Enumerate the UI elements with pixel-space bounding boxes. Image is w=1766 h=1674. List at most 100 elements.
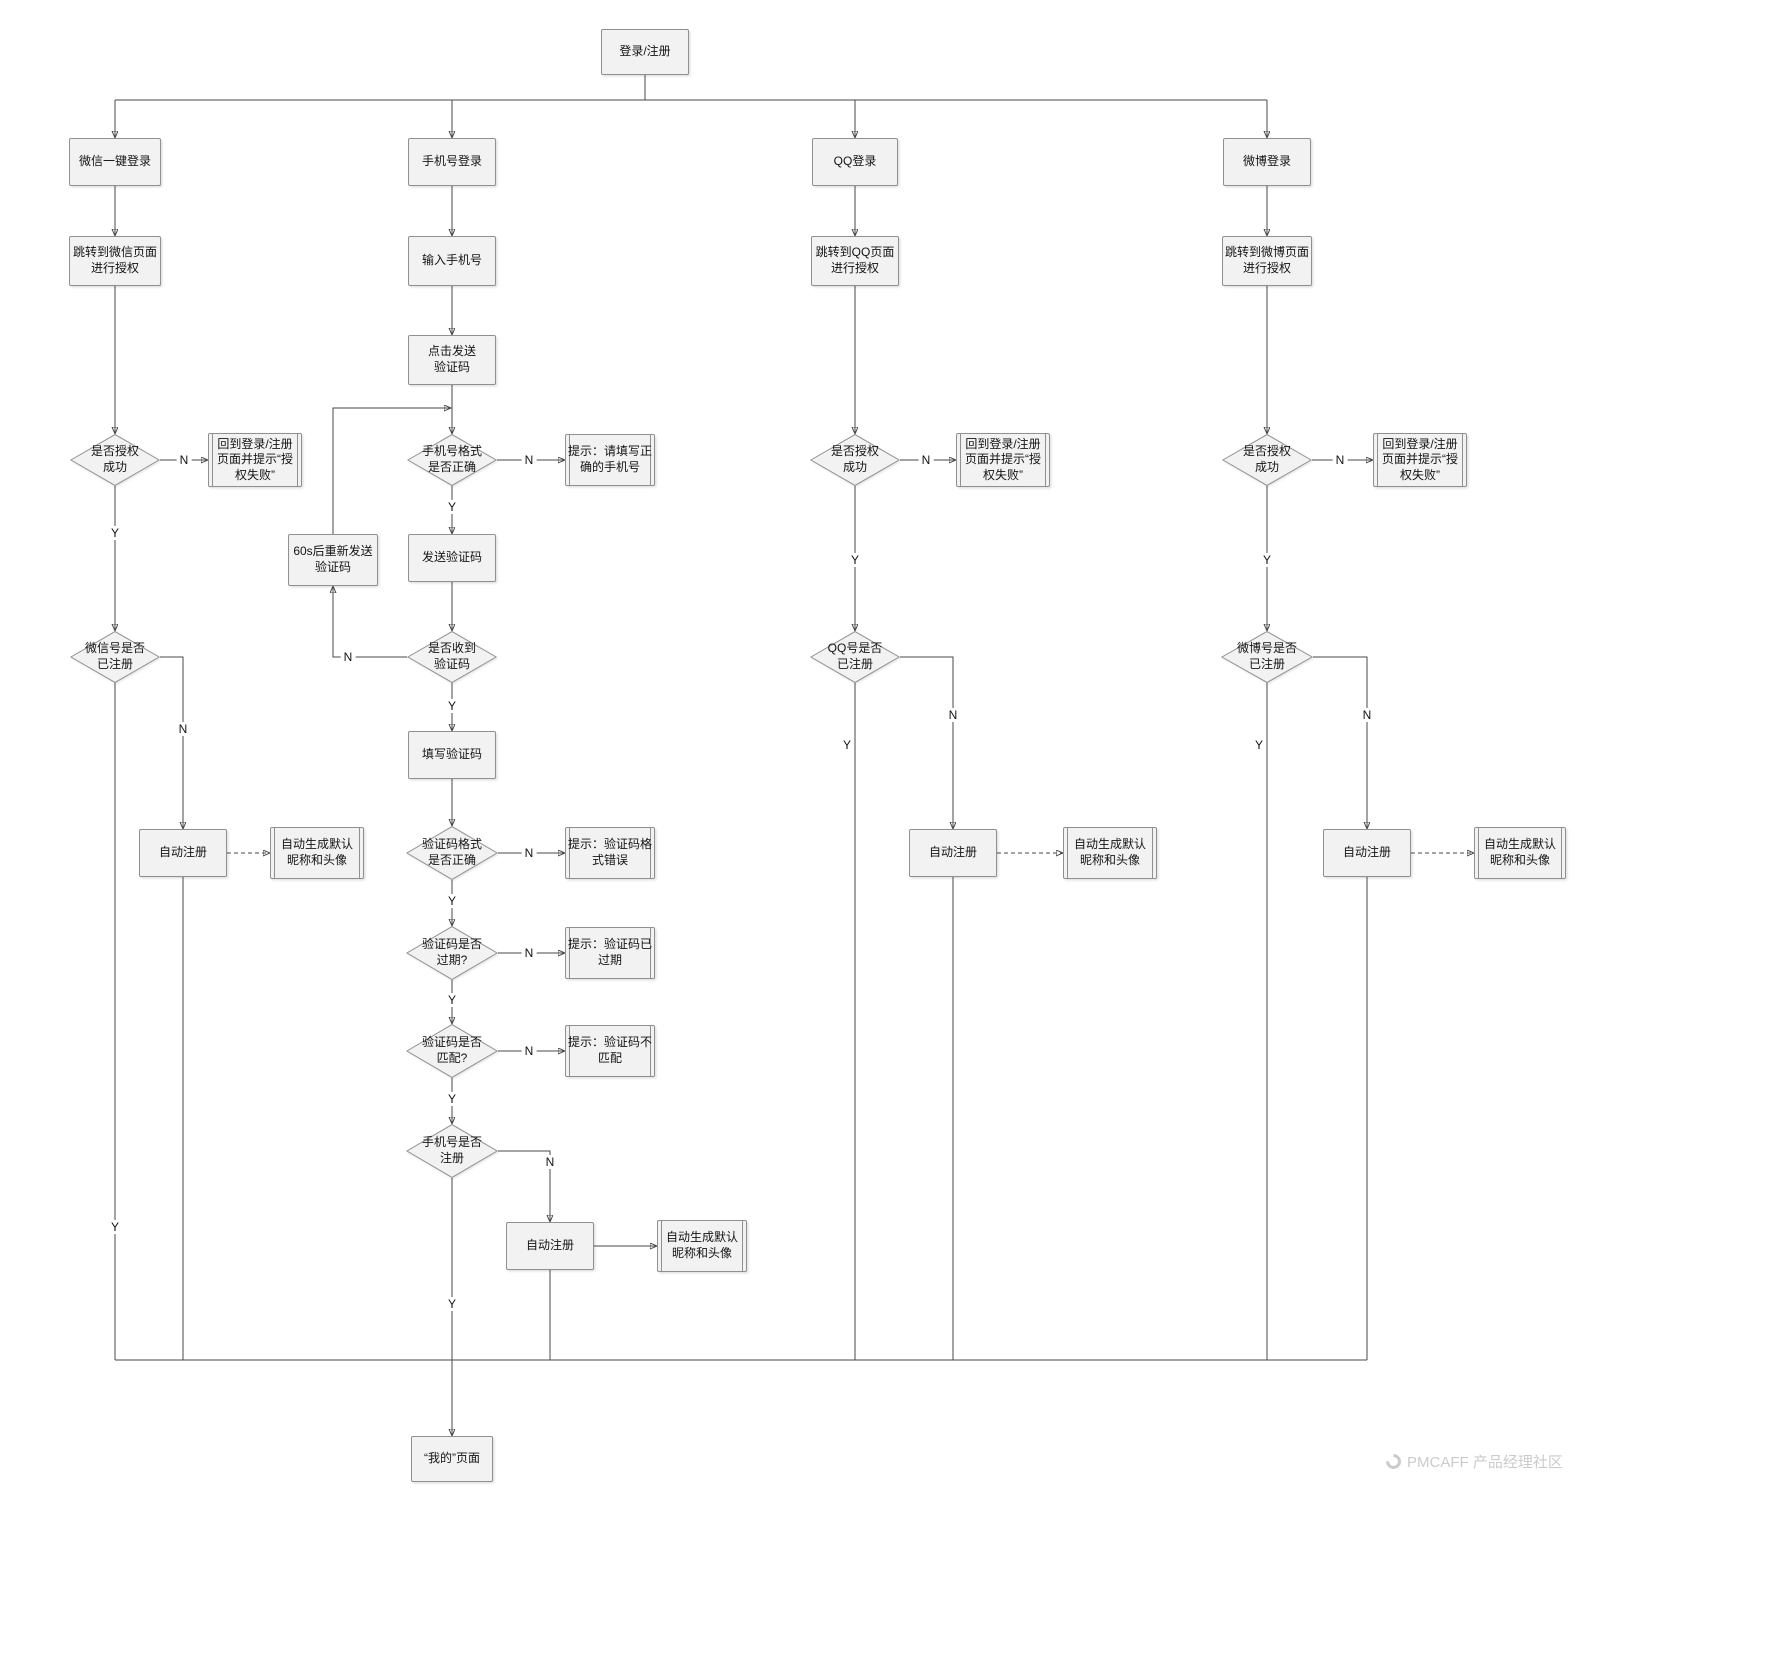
node-resend-60s: 60s后重新发送 验证码 — [288, 534, 378, 586]
node-label: 提示：验证码格 式错误 — [568, 837, 653, 867]
decision-wechat-auth-success: 是否授权 成功 — [70, 434, 160, 486]
node-weibo-auto-register: 自动注册 — [1323, 829, 1411, 877]
edge-label-yes: Y — [444, 500, 460, 514]
flow-edge — [498, 1150, 550, 1221]
diamond-shape — [810, 631, 900, 683]
node-weibo-jump-auth: 跳转到微博页面 进行授权 — [1222, 236, 1312, 286]
edge-label-no: N — [521, 846, 537, 860]
decision-code-format: 验证码格式 是否正确 — [406, 826, 498, 880]
node-code-expired-tip: 提示：验证码已 过期 — [565, 927, 655, 979]
node-label: 微信号是否 已注册 — [84, 641, 145, 671]
edge-label-yes: Y — [1251, 738, 1267, 752]
node-label: 提示：验证码不 匹配 — [568, 1035, 653, 1065]
node-phone-default-profile: 自动生成默认 昵称和头像 — [657, 1220, 747, 1272]
decision-phone-format: 手机号格式 是否正确 — [407, 434, 497, 486]
node-label: 自动生成默认 昵称和头像 — [1073, 837, 1146, 867]
node-label: 提示：验证码已 过期 — [568, 937, 653, 967]
node-label: 是否授权 成功 — [90, 444, 139, 474]
diamond-shape — [810, 434, 900, 486]
diamond-shape — [406, 926, 498, 980]
node-label: 验证码是否 匹配? — [421, 1035, 482, 1065]
watermark-text: PMCAFF 产品经理社区 — [1407, 1454, 1563, 1471]
diamond-shape — [406, 826, 498, 880]
decision-phone-registered: 手机号是否 注册 — [406, 1124, 498, 1178]
edge-label-no: N — [521, 453, 537, 467]
node-label: 回到登录/注册 页面并提示“授 权失败” — [217, 436, 293, 482]
node-label: 填写验证码 — [421, 747, 482, 762]
edge-label-yes: Y — [839, 738, 855, 752]
diamond-shape — [407, 434, 497, 486]
node-label: 验证码是否 过期? — [421, 937, 482, 967]
node-label: 验证码格式 是否正确 — [421, 837, 482, 867]
edge-label-yes: Y — [444, 993, 460, 1007]
node-phone-login: 手机号登录 — [408, 138, 496, 186]
node-label: 60s后重新发送 验证码 — [293, 544, 373, 574]
node-wechat-default-profile: 自动生成默认 昵称和头像 — [270, 827, 364, 879]
node-label: 点击发送 验证码 — [427, 344, 476, 374]
node-label: “我的”页面 — [424, 1451, 480, 1466]
node-phone-format-tip: 提示：请填写正 确的手机号 — [565, 434, 655, 486]
node-qq-login: QQ登录 — [812, 138, 898, 186]
node-fill-code: 填写验证码 — [408, 731, 496, 779]
node-qq-jump-auth: 跳转到QQ页面 进行授权 — [811, 236, 899, 286]
node-label: 手机号格式 是否正确 — [421, 444, 482, 474]
node-label: QQ号是否 已注册 — [827, 641, 883, 671]
edge-label-yes: Y — [444, 1092, 460, 1106]
edge-label-yes: Y — [847, 553, 863, 567]
node-send-code: 发送验证码 — [408, 534, 496, 582]
node-label: 输入手机号 — [421, 253, 482, 268]
node-wechat-login: 微信一键登录 — [69, 138, 161, 186]
node-label: 是否授权 成功 — [830, 444, 879, 474]
node-label: 微博号是否 已注册 — [1236, 641, 1297, 671]
node-start: 登录/注册 — [601, 29, 689, 75]
node-weibo-auth-fail: 回到登录/注册 页面并提示“授 权失败” — [1373, 433, 1467, 487]
node-label: 自动生成默认 昵称和头像 — [665, 1230, 738, 1260]
flow-edge — [160, 656, 183, 828]
node-label: 回到登录/注册 页面并提示“授 权失败” — [1382, 436, 1458, 482]
node-wechat-auth-fail: 回到登录/注册 页面并提示“授 权失败” — [208, 433, 302, 487]
node-code-format-tip: 提示：验证码格 式错误 — [565, 827, 655, 879]
node-label: QQ登录 — [833, 154, 877, 169]
edge-label-no: N — [521, 946, 537, 960]
node-weibo-default-profile: 自动生成默认 昵称和头像 — [1474, 827, 1566, 879]
edge-label-yes: Y — [444, 1297, 460, 1311]
edge-label-yes: Y — [107, 526, 123, 540]
edge-label-no: N — [1359, 708, 1375, 722]
node-phone-auto-register: 自动注册 — [506, 1222, 594, 1270]
node-wechat-auto-register: 自动注册 — [139, 829, 227, 877]
node-label: 微博登录 — [1242, 154, 1291, 169]
diamond-shape — [1221, 631, 1313, 683]
edge-label-yes: Y — [444, 699, 460, 713]
node-label: 提示：请填写正 确的手机号 — [568, 444, 653, 474]
flow-edge — [900, 656, 953, 828]
edge-label-no: N — [542, 1155, 558, 1169]
edge-label-no: N — [175, 722, 191, 736]
pmcaff-logo-icon — [1382, 1450, 1405, 1473]
edge-label-yes: Y — [107, 1220, 123, 1234]
node-my-page: “我的”页面 — [411, 1436, 493, 1482]
diamond-shape — [406, 1024, 498, 1078]
edge-label-no: N — [176, 453, 192, 467]
node-label: 自动注册 — [1342, 845, 1391, 860]
node-weibo-login: 微博登录 — [1223, 138, 1311, 186]
node-label: 手机号是否 注册 — [421, 1135, 482, 1165]
node-wechat-jump-auth: 跳转到微信页面 进行授权 — [69, 236, 161, 286]
node-label: 自动注册 — [525, 1238, 574, 1253]
flow-edge — [1313, 656, 1367, 828]
node-qq-default-profile: 自动生成默认 昵称和头像 — [1063, 827, 1157, 879]
decision-weibo-auth-success: 是否授权 成功 — [1222, 434, 1312, 486]
node-label: 微信一键登录 — [78, 154, 151, 169]
decision-qq-auth-success: 是否授权 成功 — [810, 434, 900, 486]
edge-label-no: N — [340, 650, 356, 664]
edge-label-no: N — [1332, 453, 1348, 467]
edge-label-yes: Y — [444, 894, 460, 908]
decision-code-expired: 验证码是否 过期? — [406, 926, 498, 980]
node-qq-auto-register: 自动注册 — [909, 829, 997, 877]
flow-edge — [332, 408, 450, 534]
node-label: 跳转到QQ页面 进行授权 — [815, 245, 895, 275]
node-label: 是否收到 验证码 — [427, 641, 476, 671]
node-phone-input: 输入手机号 — [408, 236, 496, 286]
diamond-shape — [1222, 434, 1312, 486]
node-label: 是否授权 成功 — [1242, 444, 1291, 474]
node-label: 跳转到微博页面 进行授权 — [1225, 245, 1310, 275]
